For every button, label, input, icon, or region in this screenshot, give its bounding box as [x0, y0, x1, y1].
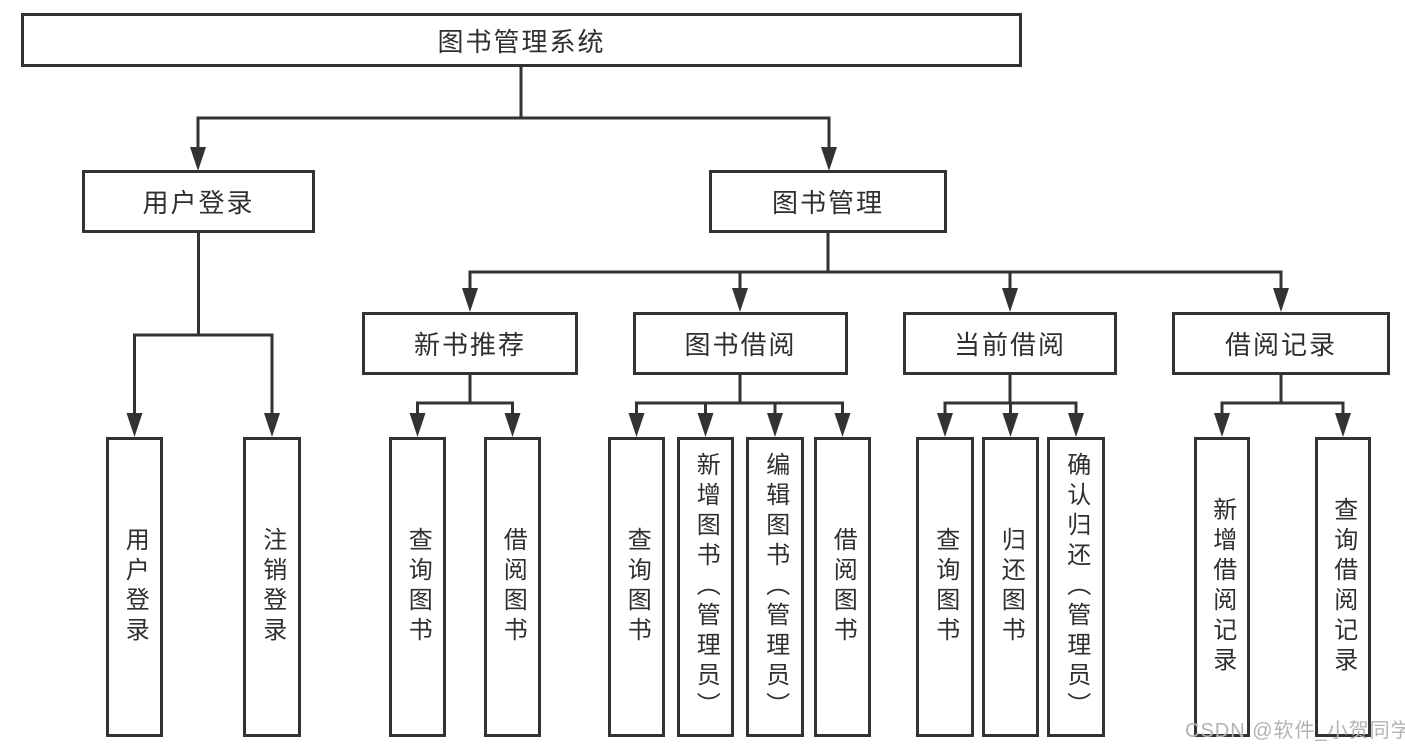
leaf-node-query-borrow-record: 查询借阅记录: [1315, 437, 1371, 737]
node-new-book-recommend: 新书推荐: [362, 312, 578, 375]
leaf-node-query-book-current: 查询图书: [916, 437, 974, 737]
csdn-watermark: CSDN @软件_小贺同学: [1185, 720, 1405, 742]
node-book-management: 图书管理: [709, 170, 947, 233]
leaf-node-return-book: 归还图书: [982, 437, 1039, 737]
node-book-borrow: 图书借阅: [633, 312, 848, 375]
leaf-node-query-book-recommend: 查询图书: [389, 437, 446, 737]
leaf-node-borrow-book-recommend: 借阅图书: [484, 437, 541, 737]
leaf-label: 借阅图书: [829, 527, 857, 647]
leaf-node-query-book-borrow: 查询图书: [608, 437, 665, 737]
node-borrow-record: 借阅记录: [1172, 312, 1390, 375]
leaf-label: 查询图书: [623, 527, 651, 647]
leaf-node-user-login: 用户登录: [106, 437, 163, 737]
leaf-label: 用户登录: [121, 527, 149, 647]
leaf-label: 归还图书: [997, 527, 1025, 647]
leaf-label: 新增图书（管理员）: [692, 452, 720, 722]
node-current-borrow: 当前借阅: [903, 312, 1117, 375]
leaf-label: 查询图书: [404, 527, 432, 647]
leaf-label: 查询图书: [931, 527, 959, 647]
node-user-login: 用户登录: [82, 170, 315, 233]
leaf-label: 确认归还（管理员）: [1062, 452, 1090, 722]
leaf-label: 新增借阅记录: [1208, 497, 1236, 677]
leaf-label: 查询借阅记录: [1329, 497, 1357, 677]
leaf-node-add-borrow-record: 新增借阅记录: [1194, 437, 1250, 737]
leaf-node-edit-book-admin: 编辑图书（管理员）: [746, 437, 804, 737]
leaf-node-logout: 注销登录: [243, 437, 301, 737]
leaf-node-confirm-return-admin: 确认归还（管理员）: [1047, 437, 1105, 737]
leaf-node-borrow-book: 借阅图书: [814, 437, 871, 737]
leaf-label: 借阅图书: [499, 527, 527, 647]
leaf-label: 注销登录: [258, 527, 286, 647]
leaf-label: 编辑图书（管理员）: [761, 452, 789, 722]
root-node-library-system: 图书管理系统: [21, 13, 1022, 67]
leaf-node-add-book-admin: 新增图书（管理员）: [677, 437, 734, 737]
